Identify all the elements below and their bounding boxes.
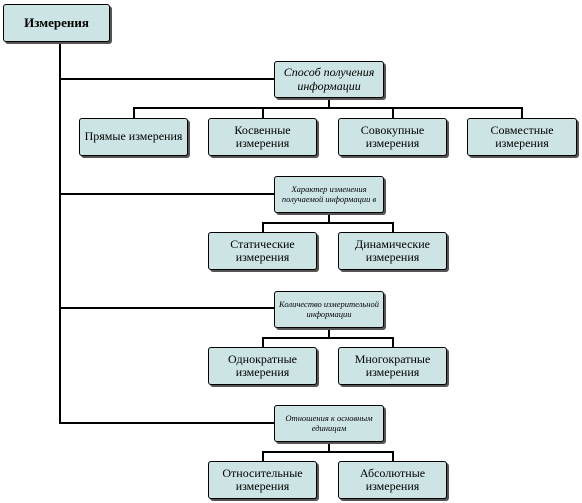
drop-line-2a bbox=[262, 222, 264, 232]
bar-line-4 bbox=[262, 451, 394, 453]
drop-line-2b bbox=[392, 222, 394, 232]
category-box-character: Характер изменения получаемой информации… bbox=[274, 176, 384, 213]
leaf-multiple: Многократные измерения bbox=[338, 347, 447, 385]
branch-line-3 bbox=[59, 307, 274, 309]
category-box-quantity: Количество измерительной информации bbox=[274, 291, 384, 328]
leaf-absolute: Абсолютные измерения bbox=[338, 461, 447, 499]
drop-line-3a bbox=[262, 337, 264, 347]
bar-line-1 bbox=[133, 107, 523, 109]
leaf-direct: Прямые измерения bbox=[79, 118, 188, 156]
branch-line-2 bbox=[59, 193, 274, 195]
leaf-static: Статические измерения bbox=[208, 232, 317, 270]
drop-line-4b bbox=[392, 451, 394, 461]
category-box-units: Отношения к основным единицам bbox=[274, 405, 384, 442]
root-box: Измерения bbox=[3, 4, 110, 42]
drop-line-1c bbox=[392, 107, 394, 118]
leaf-dynamic: Динамические измерения bbox=[338, 232, 447, 270]
stem-line-1 bbox=[328, 98, 330, 108]
bar-line-2 bbox=[262, 222, 394, 224]
stem-line-4 bbox=[328, 442, 330, 452]
drop-line-1b bbox=[262, 107, 264, 118]
leaf-cumulative: Совокупные измерения bbox=[338, 118, 447, 156]
leaf-single: Однократные измерения bbox=[208, 347, 317, 385]
drop-line-1d bbox=[521, 107, 523, 118]
category-box-method: Способ получения информации bbox=[274, 61, 384, 98]
drop-line-1a bbox=[133, 107, 135, 118]
leaf-relative: Относительные измерения bbox=[208, 461, 317, 499]
branch-line-4 bbox=[59, 422, 274, 424]
stem-line-3 bbox=[328, 328, 330, 338]
leaf-joint: Совместные измерения bbox=[467, 118, 577, 156]
bar-line-3 bbox=[262, 337, 394, 339]
stem-line-2 bbox=[328, 213, 330, 223]
drop-line-4a bbox=[262, 451, 264, 461]
leaf-indirect: Косвенные измерения bbox=[208, 118, 317, 156]
drop-line-3b bbox=[392, 337, 394, 347]
trunk-line bbox=[59, 42, 61, 424]
branch-line-1 bbox=[59, 78, 274, 80]
